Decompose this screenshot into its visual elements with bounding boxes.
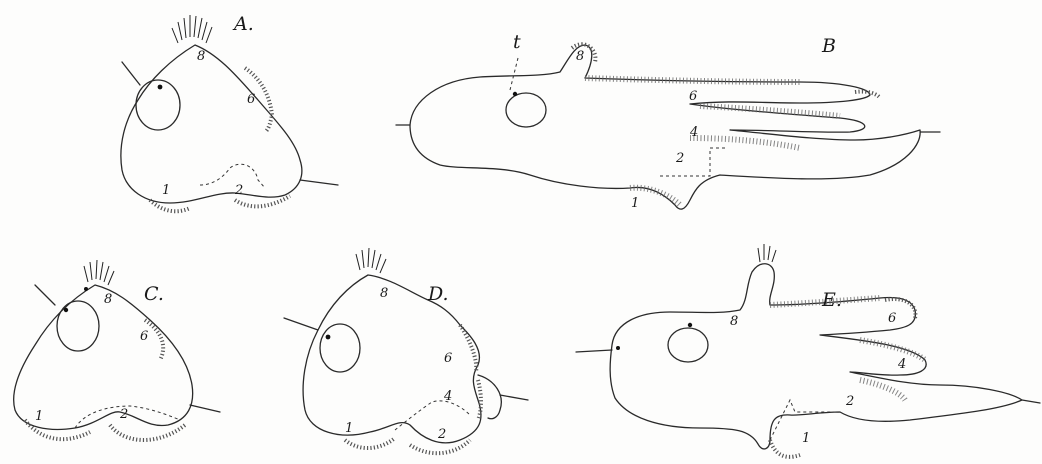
figure-d-filament: [284, 318, 318, 330]
figure-d-arm-4: 4: [443, 389, 452, 404]
figure-c-label: C.: [144, 283, 164, 305]
figure-d-nucleus: [320, 324, 360, 372]
figure-d-cilia-bottom-left: [345, 438, 395, 448]
figure-e-cilia-arm-4: [860, 380, 905, 400]
figure-e-dot-left: [616, 346, 620, 350]
figure-d-cilia-top: [356, 248, 386, 273]
figure-e-label: E.: [821, 289, 842, 311]
figure-a-cilia-top: [172, 15, 212, 43]
figure-c-filament-2: [190, 405, 220, 412]
figure-a-arm-6: 6: [247, 92, 255, 107]
figure-b-dashed-line: [660, 148, 725, 176]
figure-b-arm-4: 4: [689, 125, 698, 140]
figure-d-arm-1: 1: [345, 421, 353, 436]
figure-b-arm-6: 6: [689, 89, 697, 104]
figure-b: B t 8 6 4 2 1: [396, 31, 940, 211]
figure-e-body: [610, 264, 1022, 449]
figure-c-dot-top: [84, 287, 88, 291]
figure-e-arm-2: 2: [845, 394, 854, 409]
figure-e-nucleus: [668, 328, 708, 362]
figure-c-arm-2: 2: [119, 407, 128, 422]
figure-a-label: A.: [232, 13, 254, 35]
figure-b-marker-line: [510, 58, 518, 90]
figure-c-cilia-top: [84, 260, 114, 285]
figure-c: C. 8 6 1 2: [14, 260, 220, 440]
figure-b-arm-2: 2: [675, 151, 684, 166]
figure-e-cilia-tip-8: [758, 244, 776, 262]
figure-d-label: D.: [427, 283, 449, 305]
figure-a-filament: [122, 62, 140, 85]
figure-b-label: B: [821, 35, 836, 57]
figure-e: E. 8 6 4 2 1: [576, 244, 1040, 457]
figure-d-dashed-line: [395, 401, 470, 430]
figure-c-contractile-dot: [64, 308, 68, 312]
figure-e-filament-right: [1022, 400, 1040, 403]
figure-a-arm-2: 2: [234, 183, 243, 198]
figure-a-arm-8: 8: [197, 49, 205, 64]
figure-e-arm-1: 1: [802, 431, 810, 446]
figure-b-arm-8: 8: [576, 49, 584, 64]
figure-a: A. 8 6 1 2: [121, 13, 338, 211]
figure-b-nucleus: [506, 93, 546, 127]
figure-e-arm-8: 8: [730, 314, 738, 329]
figure-d-cilia-right: [460, 325, 476, 372]
figure-e-filament-left: [576, 350, 612, 352]
figure-c-cilia-bottom-right: [110, 425, 185, 440]
figure-a-contractile-dot: [158, 85, 163, 90]
figure-d-body: [303, 275, 481, 443]
figure-d-contractile-dot: [326, 335, 331, 340]
figure-b-arm-1: 1: [631, 196, 639, 211]
figure-a-arm-1: 1: [162, 183, 170, 198]
figure-d-arm-2: 2: [437, 427, 446, 442]
figure-b-body: [410, 45, 920, 209]
figure-d-arm-8: 8: [380, 286, 388, 301]
figure-a-filament-2: [300, 180, 338, 185]
figure-e-cilia-arm-1: [770, 440, 800, 457]
figure-d-filament-2: [500, 395, 528, 400]
figure-d: D. 8 6 4 1 2: [284, 248, 528, 453]
figure-b-contractile-dot: [513, 92, 517, 96]
figure-c-arm-1: 1: [35, 409, 43, 424]
figure-c-filament: [35, 285, 55, 305]
figure-c-arm-6: 6: [140, 329, 148, 344]
figure-e-contractile-dot: [688, 323, 692, 327]
figure-e-cilia-arm-6: [860, 340, 925, 360]
figure-c-arm-8: 8: [104, 292, 112, 307]
figure-b-marker-t: t: [513, 31, 521, 53]
figure-e-arm-6: 6: [888, 311, 896, 326]
figure-b-cilia-arm-4: [690, 138, 800, 148]
figure-c-nucleus: [57, 301, 99, 351]
figure-a-body: [121, 45, 302, 203]
figure-a-dashed-line: [200, 164, 265, 188]
figure-d-arm-6: 6: [444, 351, 452, 366]
figure-b-cilia-arm-6: [700, 106, 840, 116]
figure-e-arm-4: 4: [897, 357, 906, 372]
